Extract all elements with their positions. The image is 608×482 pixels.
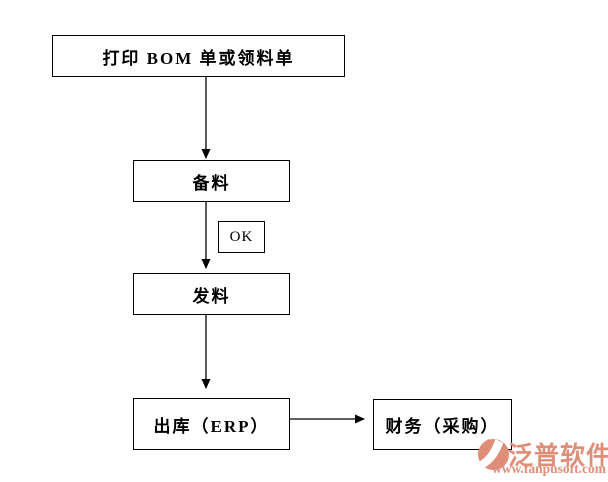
fanpu-logo-icon [477,438,510,471]
node-finance-purchasing: 财务（采购） [373,399,512,450]
node-ok: OK [218,221,265,253]
node-outbound-erp: 出库（ERP） [133,398,290,450]
node-ok-label: OK [229,228,254,245]
watermark-url-text: www.fanpusoft.com [492,461,607,476]
node-print-bom: 打印 BOM 单或领料单 [52,35,345,77]
node-finance-purchasing-label: 财务（采购） [385,417,500,436]
node-print-bom-label: 打印 BOM 单或领料单 [102,48,295,68]
node-issue-material: 发料 [133,273,290,315]
node-issue-material-label: 发料 [192,286,231,306]
watermark-brand-text: 泛普软件 [508,443,608,470]
node-prepare-material-label: 备料 [192,173,231,193]
node-prepare-material: 备料 [133,160,290,202]
node-outbound-erp-label: 出库（ERP） [153,416,270,436]
